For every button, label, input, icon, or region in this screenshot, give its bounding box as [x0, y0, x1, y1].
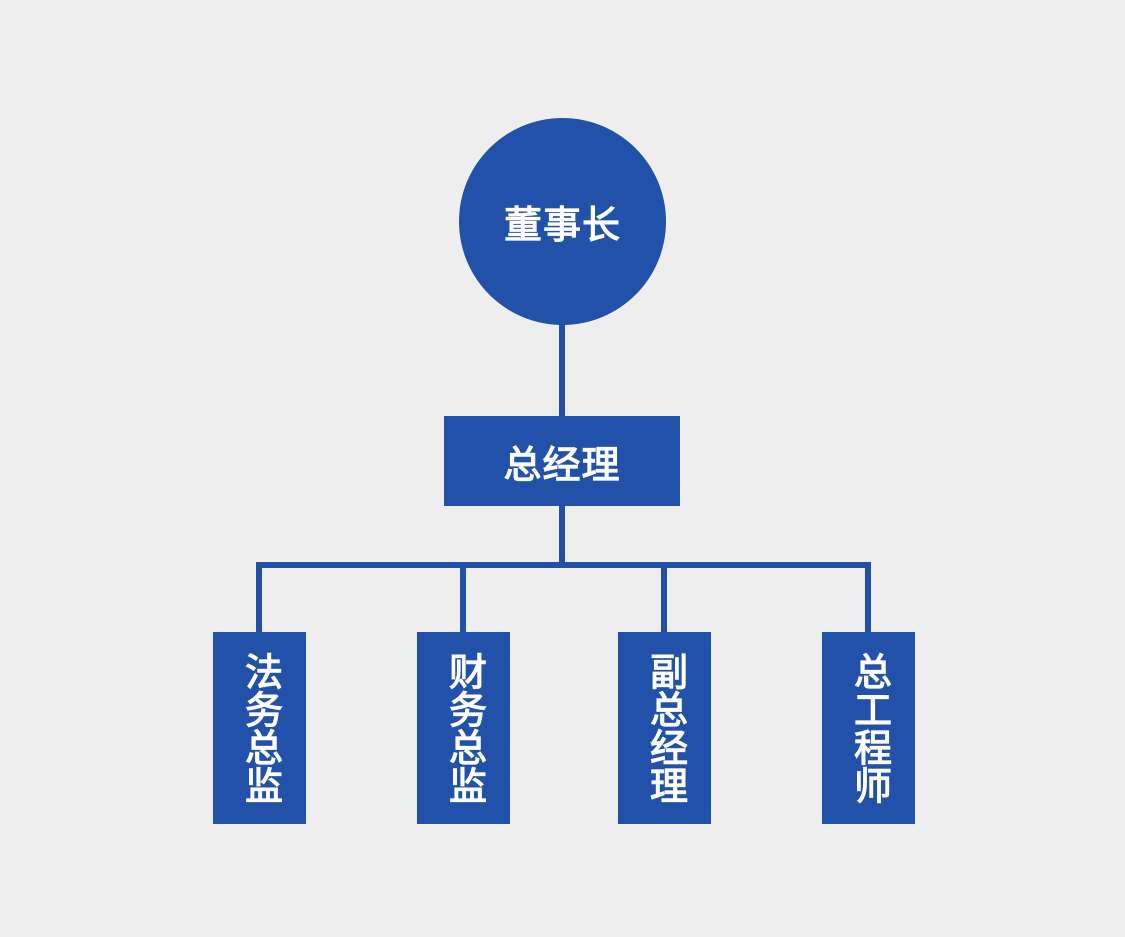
connector-drop-legal-director — [256, 562, 262, 632]
node-chairman: 董事长 — [459, 118, 666, 325]
node-legal-director-label: 法务总监 — [238, 652, 281, 804]
connector-root-to-manager — [559, 323, 565, 417]
connector-manager-to-bus — [559, 506, 565, 568]
node-legal-director: 法务总监 — [213, 632, 306, 824]
node-chairman-label: 董事长 — [503, 205, 621, 247]
node-finance-director-label: 财务总监 — [442, 652, 485, 804]
connector-drop-deputy-gm — [661, 562, 667, 632]
node-deputy-general-manager-label: 副总经理 — [643, 652, 686, 804]
connector-drop-chief-engineer — [865, 562, 871, 632]
node-chief-engineer-label: 总工程师 — [847, 652, 890, 804]
node-general-manager-label: 总经理 — [503, 444, 621, 487]
connector-horizontal-bus — [256, 562, 871, 568]
connector-drop-finance-director — [460, 562, 466, 632]
node-finance-director: 财务总监 — [417, 632, 510, 824]
node-general-manager: 总经理 — [444, 416, 680, 506]
node-deputy-general-manager: 副总经理 — [618, 632, 711, 824]
node-chief-engineer: 总工程师 — [822, 632, 915, 824]
